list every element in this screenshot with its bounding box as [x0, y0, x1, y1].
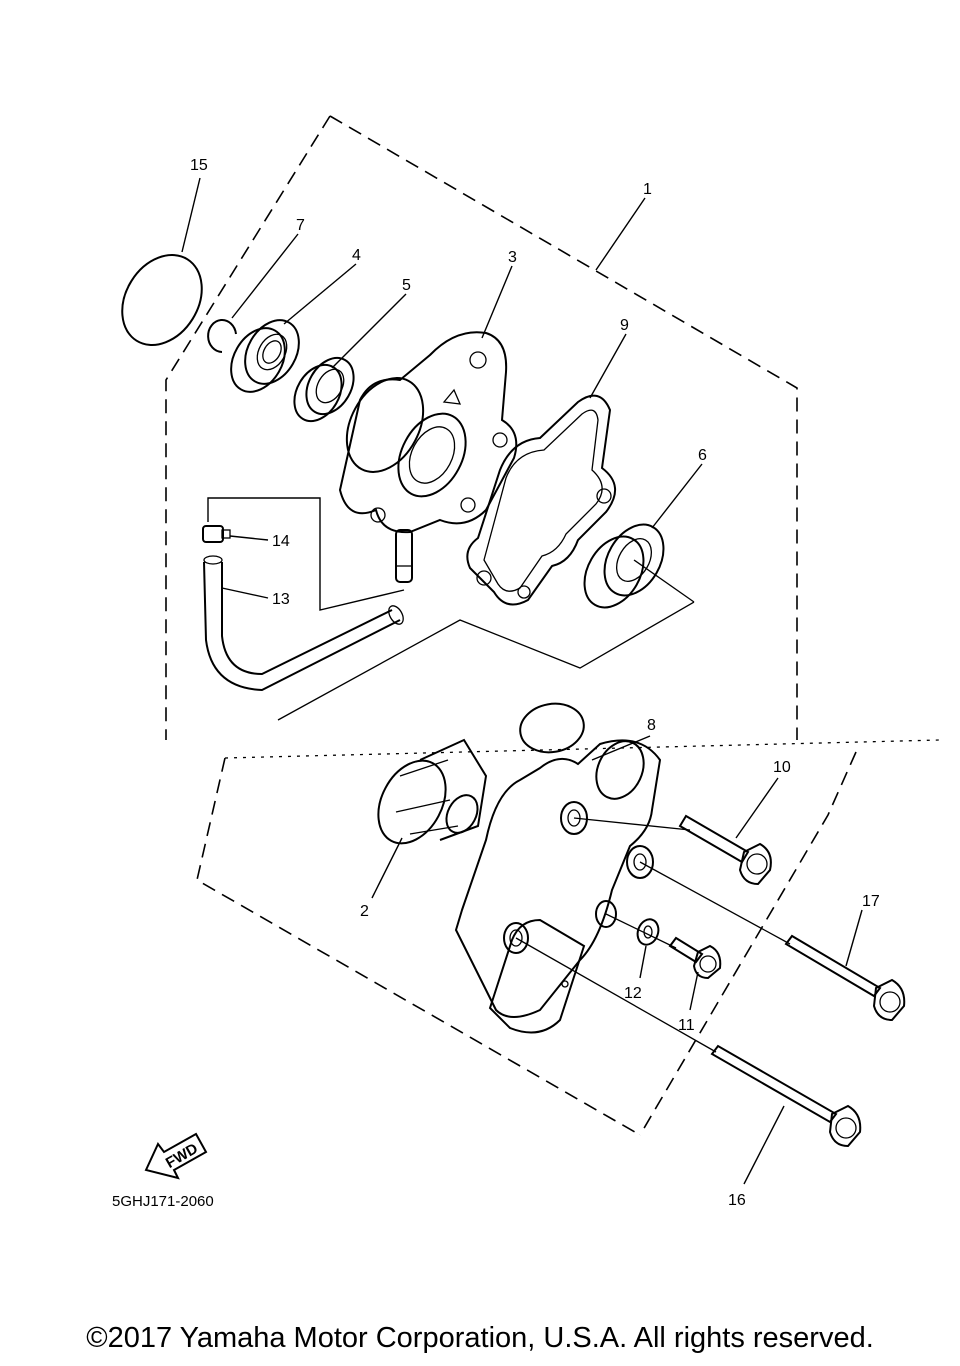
bolt-17-part[interactable] [784, 934, 906, 1022]
mechanical-seal-part[interactable] [277, 514, 695, 721]
callout-12[interactable]: 12 [624, 985, 642, 1002]
callout-6[interactable]: 6 [698, 447, 707, 464]
callout-11[interactable]: 11 [678, 1017, 695, 1034]
callout-16[interactable]: 16 [728, 1192, 746, 1209]
breather-hose-part[interactable] [203, 555, 406, 692]
circlip-part[interactable] [207, 319, 237, 353]
callout-2[interactable]: 2 [360, 903, 369, 920]
hose-clamp-part[interactable] [202, 525, 231, 543]
pump-housing-cover-part[interactable] [332, 331, 518, 583]
fwd-label: FWD [163, 1140, 201, 1172]
gasket-part[interactable] [466, 394, 616, 606]
bearing-part[interactable] [220, 311, 310, 402]
leader-lines [181, 177, 863, 1185]
alignment-lines [515, 817, 791, 1053]
copyright-notice: ©2017 Yamaha Motor Corporation, U.S.A. A… [86, 1322, 874, 1354]
o-ring-part[interactable] [106, 240, 218, 360]
assembly-lower-outline [196, 739, 941, 1136]
callout-13[interactable]: 13 [272, 591, 290, 608]
callout-10[interactable]: 10 [773, 759, 791, 776]
callout-17[interactable]: 17 [862, 893, 880, 910]
fwd-arrow-icon: FWD [144, 1132, 208, 1180]
callout-4[interactable]: 4 [352, 247, 361, 264]
bolt-11-part[interactable] [668, 936, 722, 980]
bolt-16-part[interactable] [710, 1044, 862, 1148]
pipe-o-ring-part[interactable] [516, 699, 587, 757]
impeller-part[interactable] [365, 738, 488, 855]
diagram-code: 5GHJ171-2060 [112, 1193, 214, 1210]
callout-5[interactable]: 5 [402, 277, 411, 294]
callout-8[interactable]: 8 [647, 717, 656, 734]
callout-1[interactable]: 1 [643, 181, 652, 198]
assembly-1-outline [165, 115, 798, 740]
callout-7[interactable]: 7 [296, 217, 305, 234]
callout-labels: 1 2 3 4 5 6 7 8 9 10 11 12 13 14 15 16 1… [190, 157, 880, 1209]
callout-9[interactable]: 9 [620, 317, 629, 334]
callout-3[interactable]: 3 [508, 249, 517, 266]
bolt-10-part[interactable] [678, 814, 772, 886]
callout-14[interactable]: 14 [272, 533, 290, 550]
callout-15[interactable]: 15 [190, 157, 208, 174]
washer-part[interactable] [634, 916, 662, 947]
